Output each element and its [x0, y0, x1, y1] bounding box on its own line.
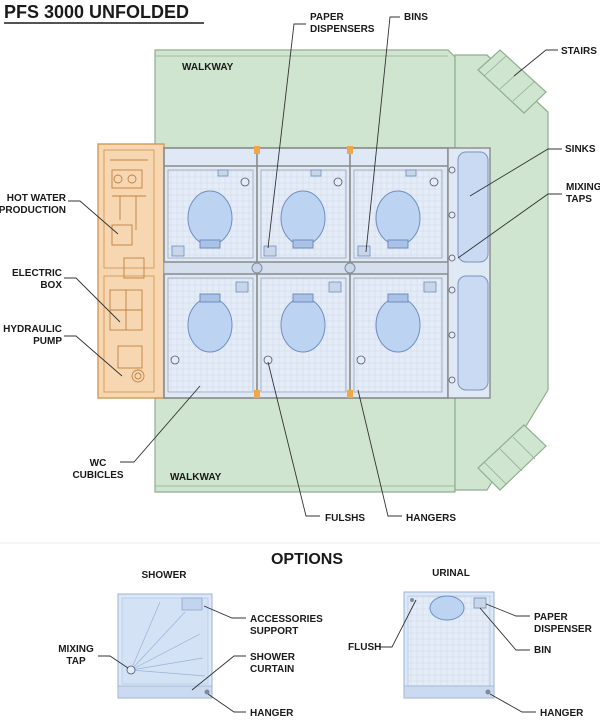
- stairs-bottom: [477, 424, 547, 491]
- option-leader-lines: [98, 599, 536, 713]
- urinal-title: URINAL: [432, 568, 470, 579]
- urinal-unit: [403, 591, 495, 699]
- hot-water-unit: [110, 159, 148, 246]
- diagram-title: PFS 3000 UNFOLDED: [4, 2, 189, 22]
- floor-drains: [170, 177, 439, 365]
- label-hangers: HANGERS: [406, 513, 456, 524]
- urinal-paper-dispenser: [473, 597, 487, 609]
- toilets-lower: [187, 293, 421, 353]
- paper-dispensers: [217, 169, 417, 177]
- shower-title: SHOWER: [142, 570, 188, 581]
- bins: [171, 245, 437, 293]
- electric-box: [123, 257, 145, 279]
- label-walkway-top: WALKWAY: [182, 62, 234, 73]
- label-sinks: SINKS: [565, 144, 596, 155]
- shower-curtain-rail: [117, 685, 213, 699]
- label-urinal-bin: BIN: [534, 645, 551, 656]
- shower-unit: [117, 593, 213, 699]
- leader-lines: [64, 16, 562, 517]
- label-bins: BINS: [404, 12, 428, 23]
- accessories-support: [181, 597, 203, 611]
- label-urinal-flush: FLUSH: [348, 642, 381, 653]
- mixing-taps: [448, 166, 456, 384]
- options-heading: OPTIONS: [271, 551, 343, 568]
- hydraulic-pump: [109, 289, 145, 383]
- toilets-upper: [187, 190, 421, 249]
- label-fulshs: FULSHS: [325, 513, 365, 524]
- urinal-bowl: [429, 595, 465, 621]
- sinks: [447, 147, 491, 399]
- shower-drain: [126, 665, 136, 675]
- label-stairs: STAIRS: [561, 46, 597, 57]
- label-urinal-hanger: HANGER: [540, 708, 584, 719]
- stairs-top: [477, 49, 547, 114]
- label-walkway-bottom: WALKWAY: [170, 472, 222, 483]
- cubicle-block: [163, 146, 449, 399]
- label-shower-hanger: HANGER: [250, 708, 294, 719]
- equipment-block: [97, 143, 165, 399]
